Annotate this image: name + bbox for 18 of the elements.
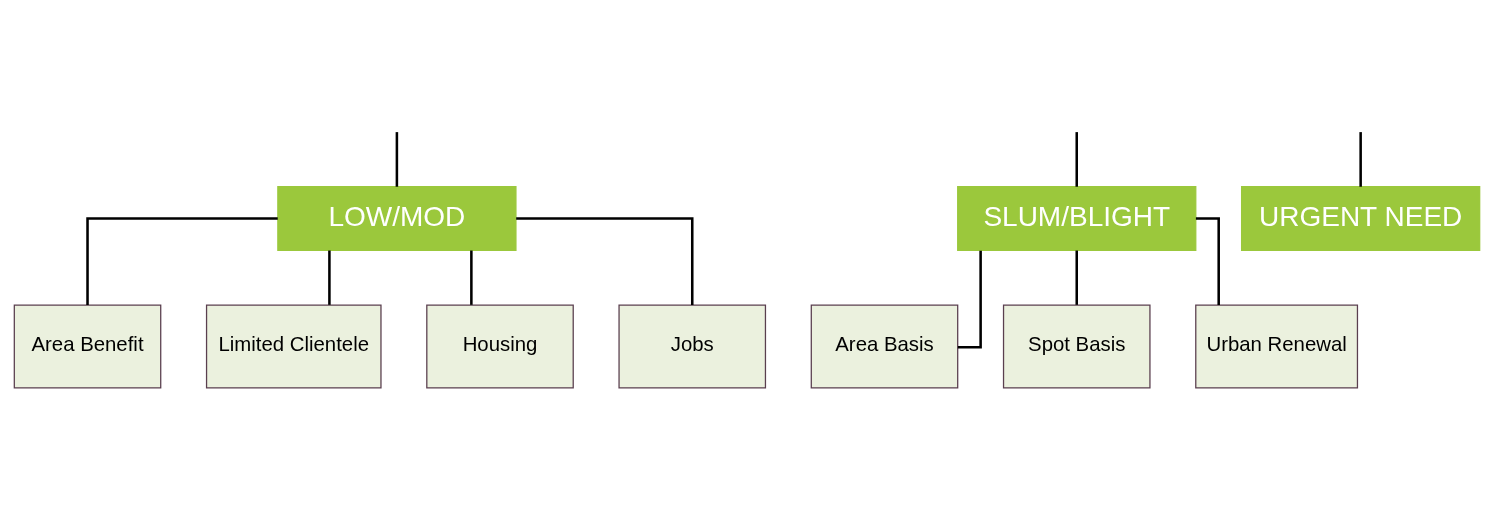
connector [515,217,694,305]
node-box: Limited Clientele [205,304,382,389]
connector [1358,132,1362,187]
connector [395,132,398,187]
node-box: Jobs [617,304,766,389]
connector [327,250,331,305]
connector [469,250,473,305]
connector [1074,132,1078,187]
node-box: Housing [425,304,574,389]
node-box: URGENT NEED [1240,186,1480,252]
connector [1074,250,1078,305]
node-box: SLUM/BLIGHT [956,186,1196,252]
node-box: Spot Basis [1002,304,1151,389]
node-box: LOW/MOD [276,186,517,252]
node-box: Area Benefit [13,304,161,389]
node-box: Urban Renewal [1194,304,1358,389]
node-box: Area Basis [810,304,958,389]
connector [85,217,278,305]
